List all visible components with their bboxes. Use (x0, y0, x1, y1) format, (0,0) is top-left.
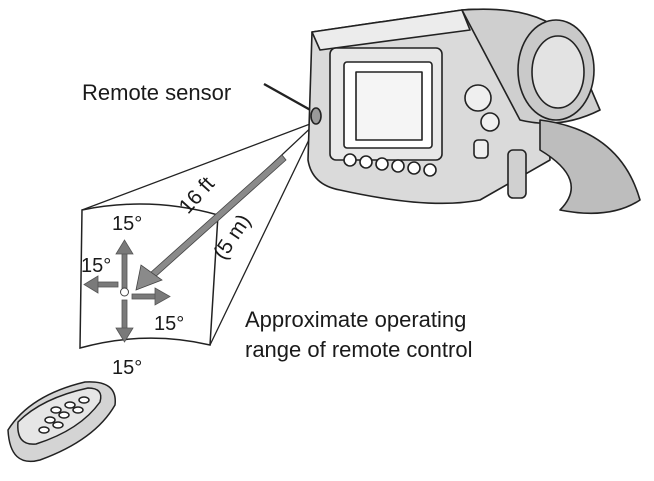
range-caption-line2: range of remote control (245, 337, 472, 362)
remote-sensor-pointer (263, 82, 315, 114)
remote-sensor-label: Remote sensor (82, 80, 231, 105)
center-point (120, 287, 129, 297)
angle-left-label: 15° (81, 255, 111, 277)
angle-right-label: 15° (154, 313, 184, 335)
sensor-window (310, 107, 322, 125)
angle-top-label: 15° (112, 213, 142, 235)
distance-arrow (135, 154, 287, 291)
remote-control (7, 381, 116, 463)
camcorder (307, 8, 641, 215)
angle-arrows (83, 239, 171, 343)
range-caption-line1: Approximate operating (245, 307, 466, 332)
angle-bottom-label: 15° (112, 357, 142, 379)
